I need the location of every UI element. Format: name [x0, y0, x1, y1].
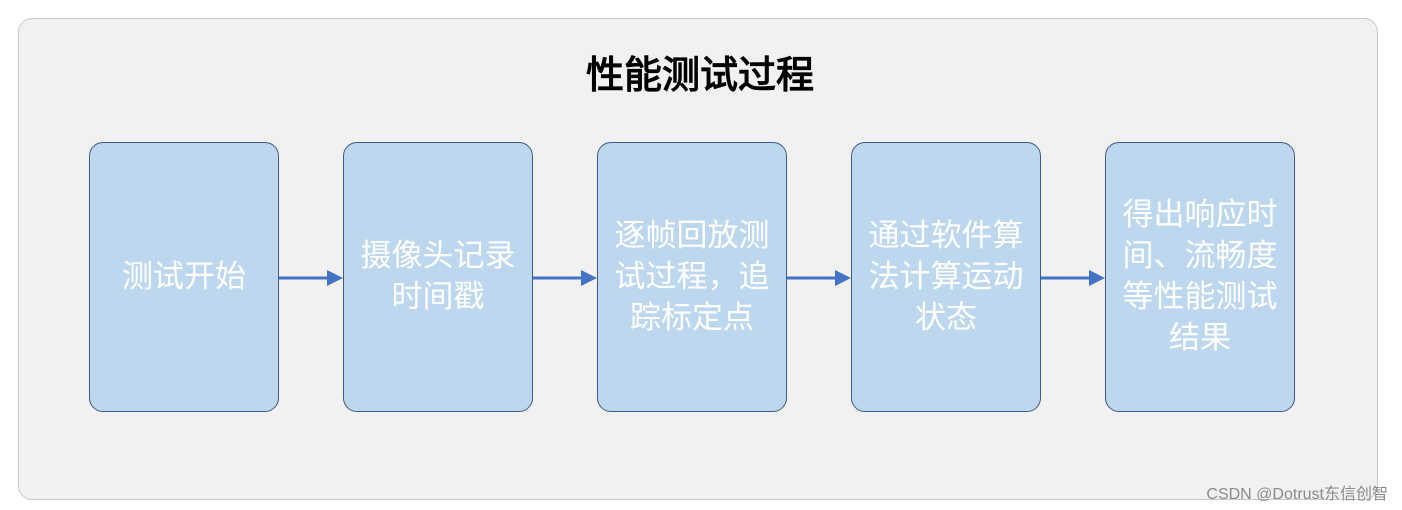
diagram-title: 性能测试过程: [585, 53, 814, 97]
step-label-1: 测试开始: [122, 258, 246, 295]
watermark: CSDN @Dotrust东信创智: [1206, 486, 1388, 503]
step-box-4: 通过软件算法计算运动状态: [851, 142, 1041, 412]
step-label-4: 通过软件算法计算运动状态: [868, 217, 1024, 336]
step-label-2: 摄像头记录时间戳: [360, 238, 516, 315]
step-box-3: 逐帧回放测试过程，追踪标定点: [597, 142, 787, 412]
step-label-3: 逐帧回放测试过程，追踪标定点: [614, 217, 770, 336]
arrow-2: [533, 269, 599, 287]
arrow-1: [279, 269, 345, 287]
step-box-2: 摄像头记录时间戳: [343, 142, 533, 412]
step-box-1: 测试开始: [89, 142, 279, 412]
arrow-3: [787, 269, 853, 287]
step-label-5: 得出响应时间、流畅度等性能测试结果: [1122, 197, 1278, 356]
arrow-4: [1041, 269, 1107, 287]
step-box-5: 得出响应时间、流畅度等性能测试结果: [1105, 142, 1295, 412]
